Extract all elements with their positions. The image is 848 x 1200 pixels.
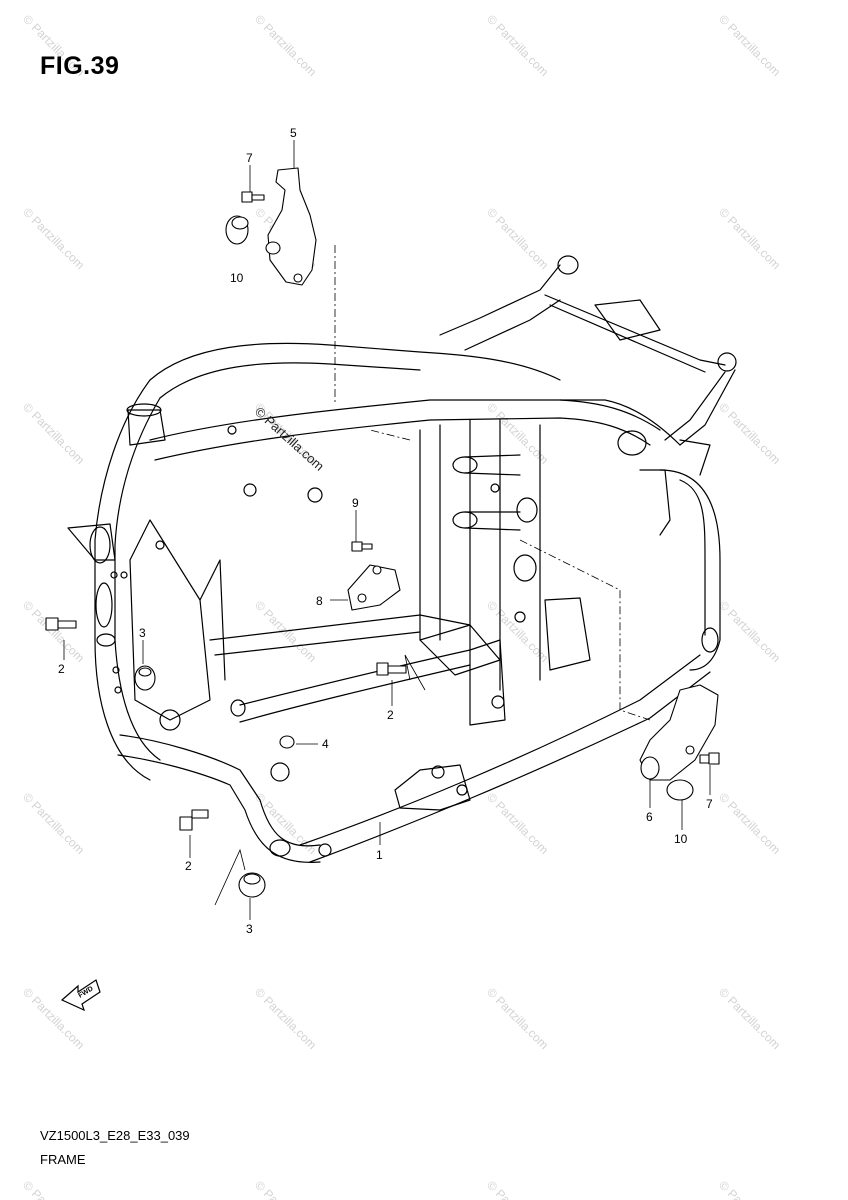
callout-2: 2 xyxy=(185,859,192,873)
part-10-cap-top xyxy=(225,215,249,245)
section-name: FRAME xyxy=(40,1152,86,1167)
callout-2: 2 xyxy=(387,708,394,722)
figure-title: FIG.39 xyxy=(40,52,120,80)
part-2-bolt-lower xyxy=(179,809,209,831)
part-2-bolt-center xyxy=(376,662,407,676)
callout-9: 9 xyxy=(352,496,359,510)
part-4-plug xyxy=(279,735,295,749)
callout-10: 10 xyxy=(230,271,244,285)
callout-4: 4 xyxy=(322,737,329,751)
callout-5: 5 xyxy=(290,126,297,140)
callout-labels: 5 7 10 9 8 3 2 2 4 2 1 3 6 7 10 xyxy=(58,126,713,936)
part-7-bolt-right xyxy=(699,752,720,765)
part-9-bolt xyxy=(351,541,373,552)
part-5-bracket xyxy=(265,167,317,286)
part-3-nut-upper xyxy=(134,665,156,691)
callout-3: 3 xyxy=(139,626,146,640)
dashed-guides xyxy=(334,245,651,721)
part-6-bracket xyxy=(639,684,719,781)
callout-10: 10 xyxy=(674,832,688,846)
main-frame xyxy=(67,255,737,863)
callout-6: 6 xyxy=(646,810,653,824)
part-10-cap-right xyxy=(666,779,694,801)
callout-2: 2 xyxy=(58,662,65,676)
fwd-arrow-icon: FWD xyxy=(60,979,101,1012)
part-7-bolt-top xyxy=(241,191,265,203)
part-2-bolt-left xyxy=(45,617,77,631)
part-3-nut-lower xyxy=(238,872,266,898)
callout-8: 8 xyxy=(316,594,323,608)
callout-7: 7 xyxy=(706,797,713,811)
diagram-code: VZ1500L3_E28_E33_039 xyxy=(40,1128,190,1143)
part-8-bracket xyxy=(347,564,401,611)
callout-1: 1 xyxy=(376,848,383,862)
callout-3: 3 xyxy=(246,922,253,936)
callout-leaders xyxy=(63,140,711,920)
callout-7: 7 xyxy=(246,151,253,165)
